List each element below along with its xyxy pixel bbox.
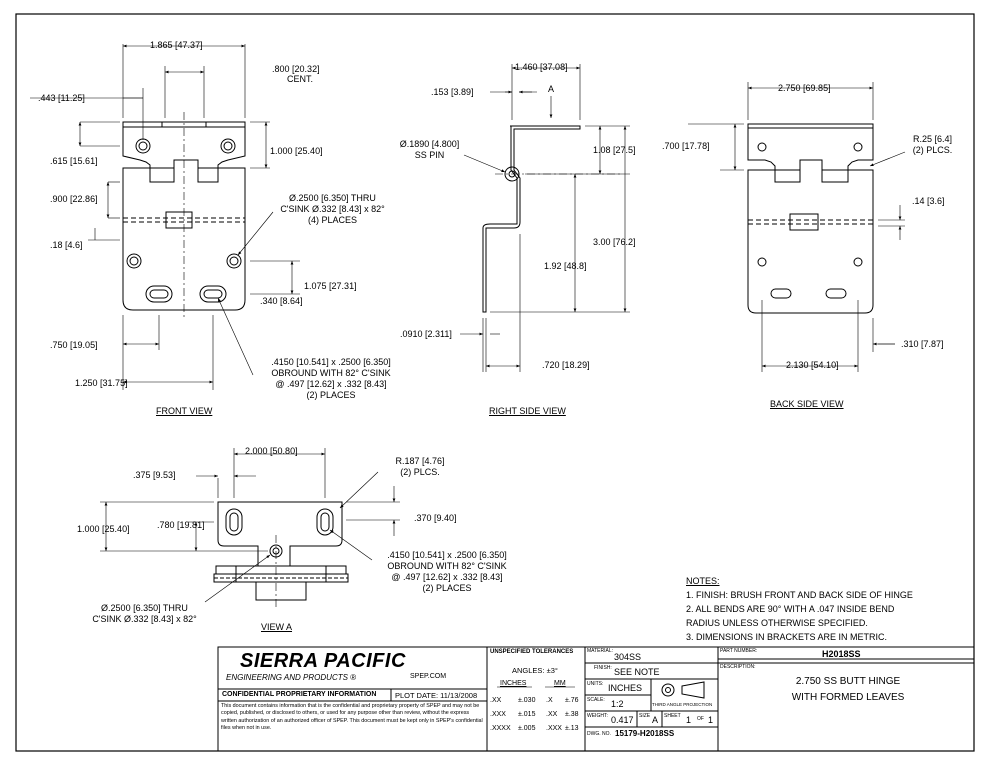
tolerance-row: .XXXX — [490, 725, 511, 732]
finish-value: SEE NOTE — [614, 667, 660, 677]
tolerance-row: .XX — [546, 711, 558, 718]
front-dim-900: .900 [22.86] — [50, 194, 98, 204]
right-dim-192: 1.92 [48.8] — [544, 261, 587, 271]
tolerance-row: .XXX — [490, 711, 506, 718]
company-subtitle: ENGINEERING AND PRODUCTS ® — [226, 673, 357, 682]
back-dim-2750: 2.750 [69.85] — [778, 83, 831, 93]
right-dim-0910: .0910 [2.311] — [400, 329, 452, 339]
material-value: 304SS — [614, 652, 642, 662]
note-item: 3. DIMENSIONS IN BRACKETS ARE IN METRIC. — [686, 632, 888, 642]
dwg-number: 15179-H2018SS — [615, 729, 675, 738]
back-r25-note: R.25 [6.4] (2) PLCS. — [912, 134, 953, 155]
front-dim-615: .615 [15.61] — [50, 156, 98, 166]
front-dim-18: .18 [4.6] — [50, 240, 83, 250]
title-block-lines — [217, 646, 975, 752]
front-dim-443: .443 [11.25] — [38, 93, 85, 103]
legal-text: This document contains information that … — [221, 703, 483, 731]
tolerance-mm-header: MM — [554, 680, 566, 687]
weight-label: WEIGHT: — [587, 713, 608, 719]
right-a-label: A — [548, 84, 555, 94]
tolerance-row: ±.76 — [565, 697, 579, 704]
viewa-dim-780: .780 [19.81] — [157, 520, 205, 530]
tolerance-row: ±.015 — [518, 711, 536, 718]
finish-label: FINISH: — [594, 665, 612, 671]
view-a-geometry — [100, 448, 400, 610]
back-dim-310: .310 [7.87] — [901, 339, 944, 349]
front-dim-1075: 1.075 [27.31] — [304, 281, 357, 291]
notes-heading: NOTES: — [686, 576, 720, 586]
tolerance-row: ±.13 — [565, 725, 579, 732]
viewa-title: VIEW A — [261, 622, 293, 632]
plot-date: PLOT DATE: 11/13/2008 — [395, 691, 478, 700]
tolerance-row: .X — [546, 697, 553, 704]
front-cent-label: CENT. — [287, 74, 314, 84]
right-dim-108: 1.08 [27.5] — [593, 145, 636, 155]
tolerance-row: ±.38 — [565, 711, 579, 718]
back-view-geometry — [688, 82, 906, 372]
front-dim-750: .750 [19.05] — [50, 340, 98, 350]
projection-label: THIRD ANGLE PROJECTION — [652, 702, 713, 707]
tolerance-row: ±.005 — [518, 725, 536, 732]
front-view-title: FRONT VIEW — [156, 406, 213, 416]
tolerance-inches-header: INCHES — [500, 680, 527, 687]
sheet-value: 1 — [686, 715, 692, 725]
tolerance-row: ±.030 — [518, 697, 536, 704]
size-label: SIZE — [639, 713, 651, 719]
units-label: UNITS: — [587, 681, 604, 687]
note-item: RADIUS UNLESS OTHERWISE SPECIFIED. — [686, 618, 868, 628]
viewa-hole-note: Ø.2500 [6.350] THRU C'SINK Ø.332 [8.43] … — [92, 603, 197, 624]
tolerance-angles: ANGLES: ±3° — [512, 666, 558, 675]
front-dim-340: .340 [8.64] — [260, 296, 303, 306]
note-item: 2. ALL BENDS ARE 90° WITH A .047 INSIDE … — [686, 604, 895, 614]
notes-block: NOTES: 1. FINISH: BRUSH FRONT AND BACK S… — [686, 574, 913, 644]
front-hole-note: Ø.2500 [6.350] THRU C'SINK Ø.332 [8.43] … — [280, 193, 385, 225]
company-website: SPEP.COM — [410, 673, 447, 680]
description-line-1: 2.750 SS BUTT HINGE — [795, 676, 901, 687]
right-dim-153: .153 [3.89] — [431, 87, 474, 97]
of-value: 1 — [708, 715, 714, 725]
right-view-geometry — [460, 64, 630, 372]
back-view-title: BACK SIDE VIEW — [770, 399, 844, 409]
scale-value: 1:2 — [611, 699, 624, 709]
description-line-2: WITH FORMED LEAVES — [791, 692, 905, 703]
scale-label: SCALE: — [587, 697, 605, 703]
front-dim-1250: 1.250 [31.75] — [75, 378, 128, 388]
back-dim-14: .14 [3.6] — [912, 196, 945, 206]
note-item: 1. FINISH: BRUSH FRONT AND BACK SIDE OF … — [686, 590, 913, 600]
viewa-obround-note: .4150 [10.541] x .2500 [6.350] OBROUND W… — [387, 550, 507, 593]
dwg-label: DWG. NO. — [587, 731, 611, 737]
front-view-geometry — [30, 44, 300, 390]
right-pin-note: Ø.1890 [4.800] SS PIN — [399, 139, 460, 160]
viewa-dim-375: .375 [9.53] — [133, 470, 176, 480]
confidential-label: CONFIDENTIAL PROPRIETARY INFORMATION — [222, 691, 377, 698]
description-label: DESCRIPTION: — [720, 664, 756, 670]
right-view-title: RIGHT SIDE VIEW — [489, 406, 566, 416]
units-value: INCHES — [608, 683, 643, 693]
viewa-r187-note: R.187 [4.76] (2) PLCS. — [395, 456, 445, 477]
right-dim-720: .720 [18.29] — [542, 360, 590, 370]
sheet-label: SHEET — [664, 713, 681, 719]
front-dim-800: .800 [20.32] — [272, 64, 320, 74]
viewa-dim-2000: 2.000 [50.80] — [245, 446, 298, 456]
part-number-label: PART NUMBER: — [720, 648, 758, 654]
of-label: OF — [697, 716, 704, 722]
tolerance-row: .XX — [490, 697, 502, 704]
part-number-value: H2018SS — [822, 649, 861, 659]
back-dim-2130: 2.130 [54.10] — [786, 360, 839, 370]
viewa-dim-370: .370 [9.40] — [414, 513, 457, 523]
material-label: MATERIAL: — [587, 648, 614, 654]
front-obround-note: .4150 [10.541] x .2500 [6.350] OBROUND W… — [271, 357, 391, 400]
tolerance-row: .XXX — [546, 725, 562, 732]
weight-value: 0.417 — [611, 715, 634, 725]
viewa-dim-1000: 1.000 [25.40] — [77, 524, 130, 534]
back-dim-700: .700 [17.78] — [662, 141, 710, 151]
front-dim-1865: 1.865 [47.37] — [150, 40, 203, 50]
right-dim-300: 3.00 [76.2] — [593, 237, 636, 247]
size-value: A — [652, 715, 659, 725]
tolerances-heading: UNSPECIFIED TOLERANCES — [490, 649, 574, 655]
front-dim-1000: 1.000 [25.40] — [270, 146, 323, 156]
right-dim-1460: 1.460 [37.08] — [515, 62, 568, 72]
company-name: SIERRA PACIFIC — [240, 650, 406, 672]
